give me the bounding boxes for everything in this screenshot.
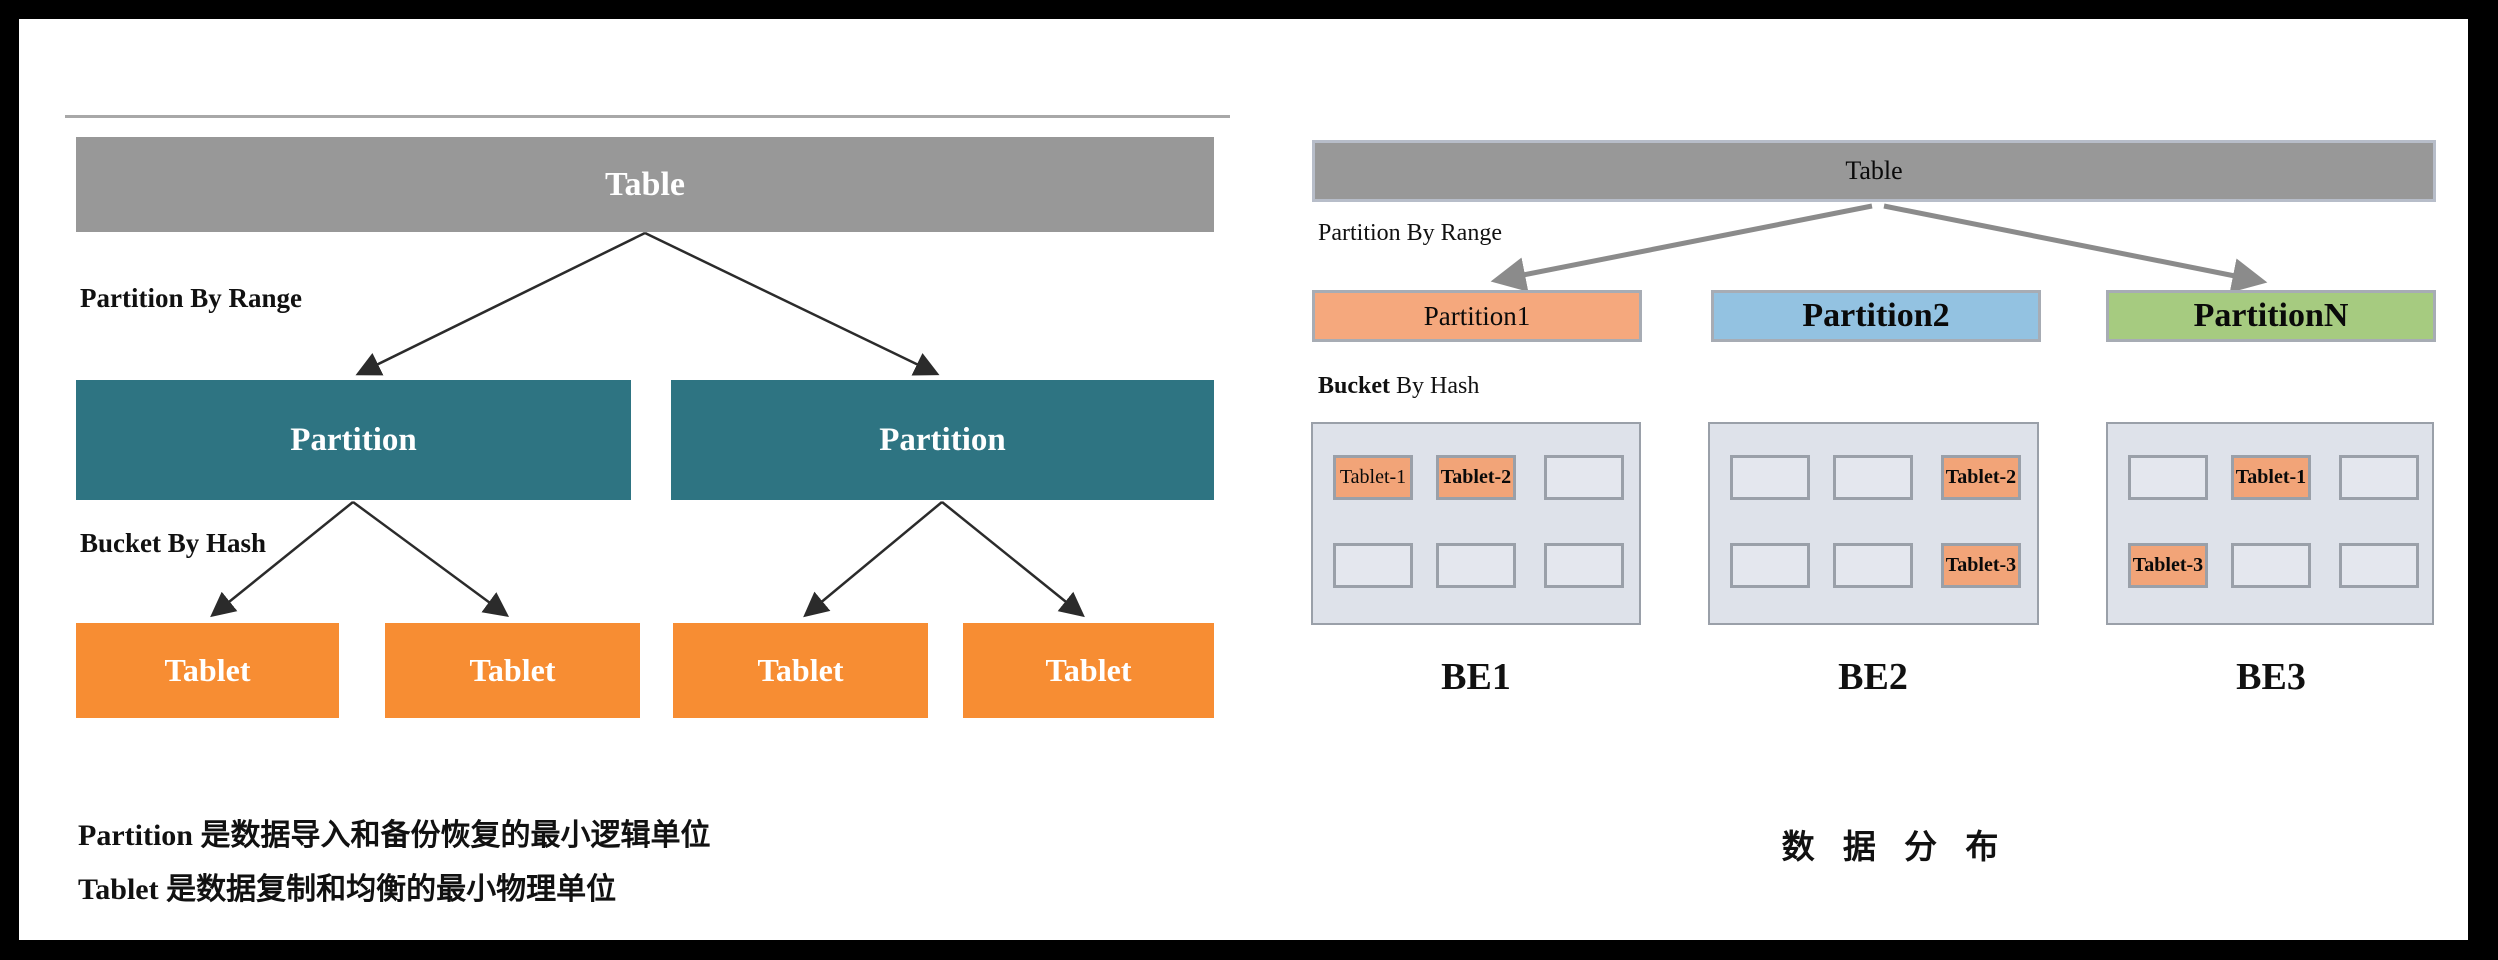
left-partition-box-2: Partition [671,380,1214,500]
be2-cell: Tablet-3 [1941,543,2021,588]
note-partition-definition: Partition 是数据导入和备份恢复的最小逻辑单位 [78,819,711,852]
backend-box-be3: Tablet-1 Tablet-3 [2106,422,2434,625]
be2-cell [1833,455,1913,500]
be3-cell [2339,455,2419,500]
left-tablet-box-3: Tablet [673,623,928,718]
left-tablet-box-4: Tablet [963,623,1214,718]
right-table-label: Table [1845,156,1903,185]
be1-cell [1544,543,1624,588]
be3-cell [2339,543,2419,588]
left-tablet-box-1: Tablet [76,623,339,718]
right-bucket-by-hash-label: Bucket By Hash [1318,373,1479,400]
right-partition1-box: Partition1 [1312,290,1642,342]
data-distribution-caption: 数 据 分 布 [1781,830,2009,866]
be1-cell [1436,543,1516,588]
be2-label: BE2 [1838,656,1908,698]
be2-cell [1730,455,1810,500]
left-partition-box-1: Partition [76,380,631,500]
right-partitionN-label: PartitionN [2193,297,2349,334]
backend-box-be2: Tablet-2 Tablet-3 [1708,422,2039,625]
right-partition1-label: Partition1 [1423,300,1531,331]
be3-label: BE3 [2236,656,2306,698]
be3-cell [2231,543,2311,588]
right-partition2-box: Partition2 [1711,290,2041,342]
be3-cell: Tablet-3 [2128,543,2208,588]
right-by-hash-words: By Hash [1390,373,1480,399]
be3-cell [2128,455,2208,500]
left-table-label: Table [604,165,685,203]
be2-cell [1730,543,1810,588]
left-partition-by-range-label: Partition By Range [80,283,302,313]
be3-cell: Tablet-1 [2231,455,2311,500]
right-partitionN-box: PartitionN [2106,290,2436,342]
be1-cell: Tablet-1 [1333,455,1413,500]
be1-cell [1544,455,1624,500]
left-tablet-label-2: Tablet [469,652,556,688]
left-partition-label-1: Partition [290,421,417,458]
be2-cell [1833,543,1913,588]
backend-box-be1: Tablet-1 Tablet-2 [1311,422,1641,625]
left-partition-label-2: Partition [879,421,1006,458]
left-tablet-label-3: Tablet [757,652,844,688]
be1-cell: Tablet-2 [1436,455,1516,500]
be2-cell: Tablet-2 [1941,455,2021,500]
left-table-box: Table [76,137,1214,232]
top-divider-line [65,115,1230,118]
note-tablet-definition: Tablet 是数据复制和均衡的最小物理单位 [78,873,617,906]
left-tablet-label-1: Tablet [164,652,251,688]
left-tablet-label-4: Tablet [1045,652,1132,688]
right-partition-by-range-label: Partition By Range [1318,220,1502,246]
left-tablet-box-2: Tablet [385,623,640,718]
right-partition2-label: Partition2 [1802,297,1950,334]
be1-label: BE1 [1441,656,1511,698]
right-bucket-word: Bucket [1318,373,1390,399]
right-table-box: Table [1312,140,2436,202]
left-bucket-by-hash-label: Bucket By Hash [80,528,267,558]
be1-cell [1333,543,1413,588]
